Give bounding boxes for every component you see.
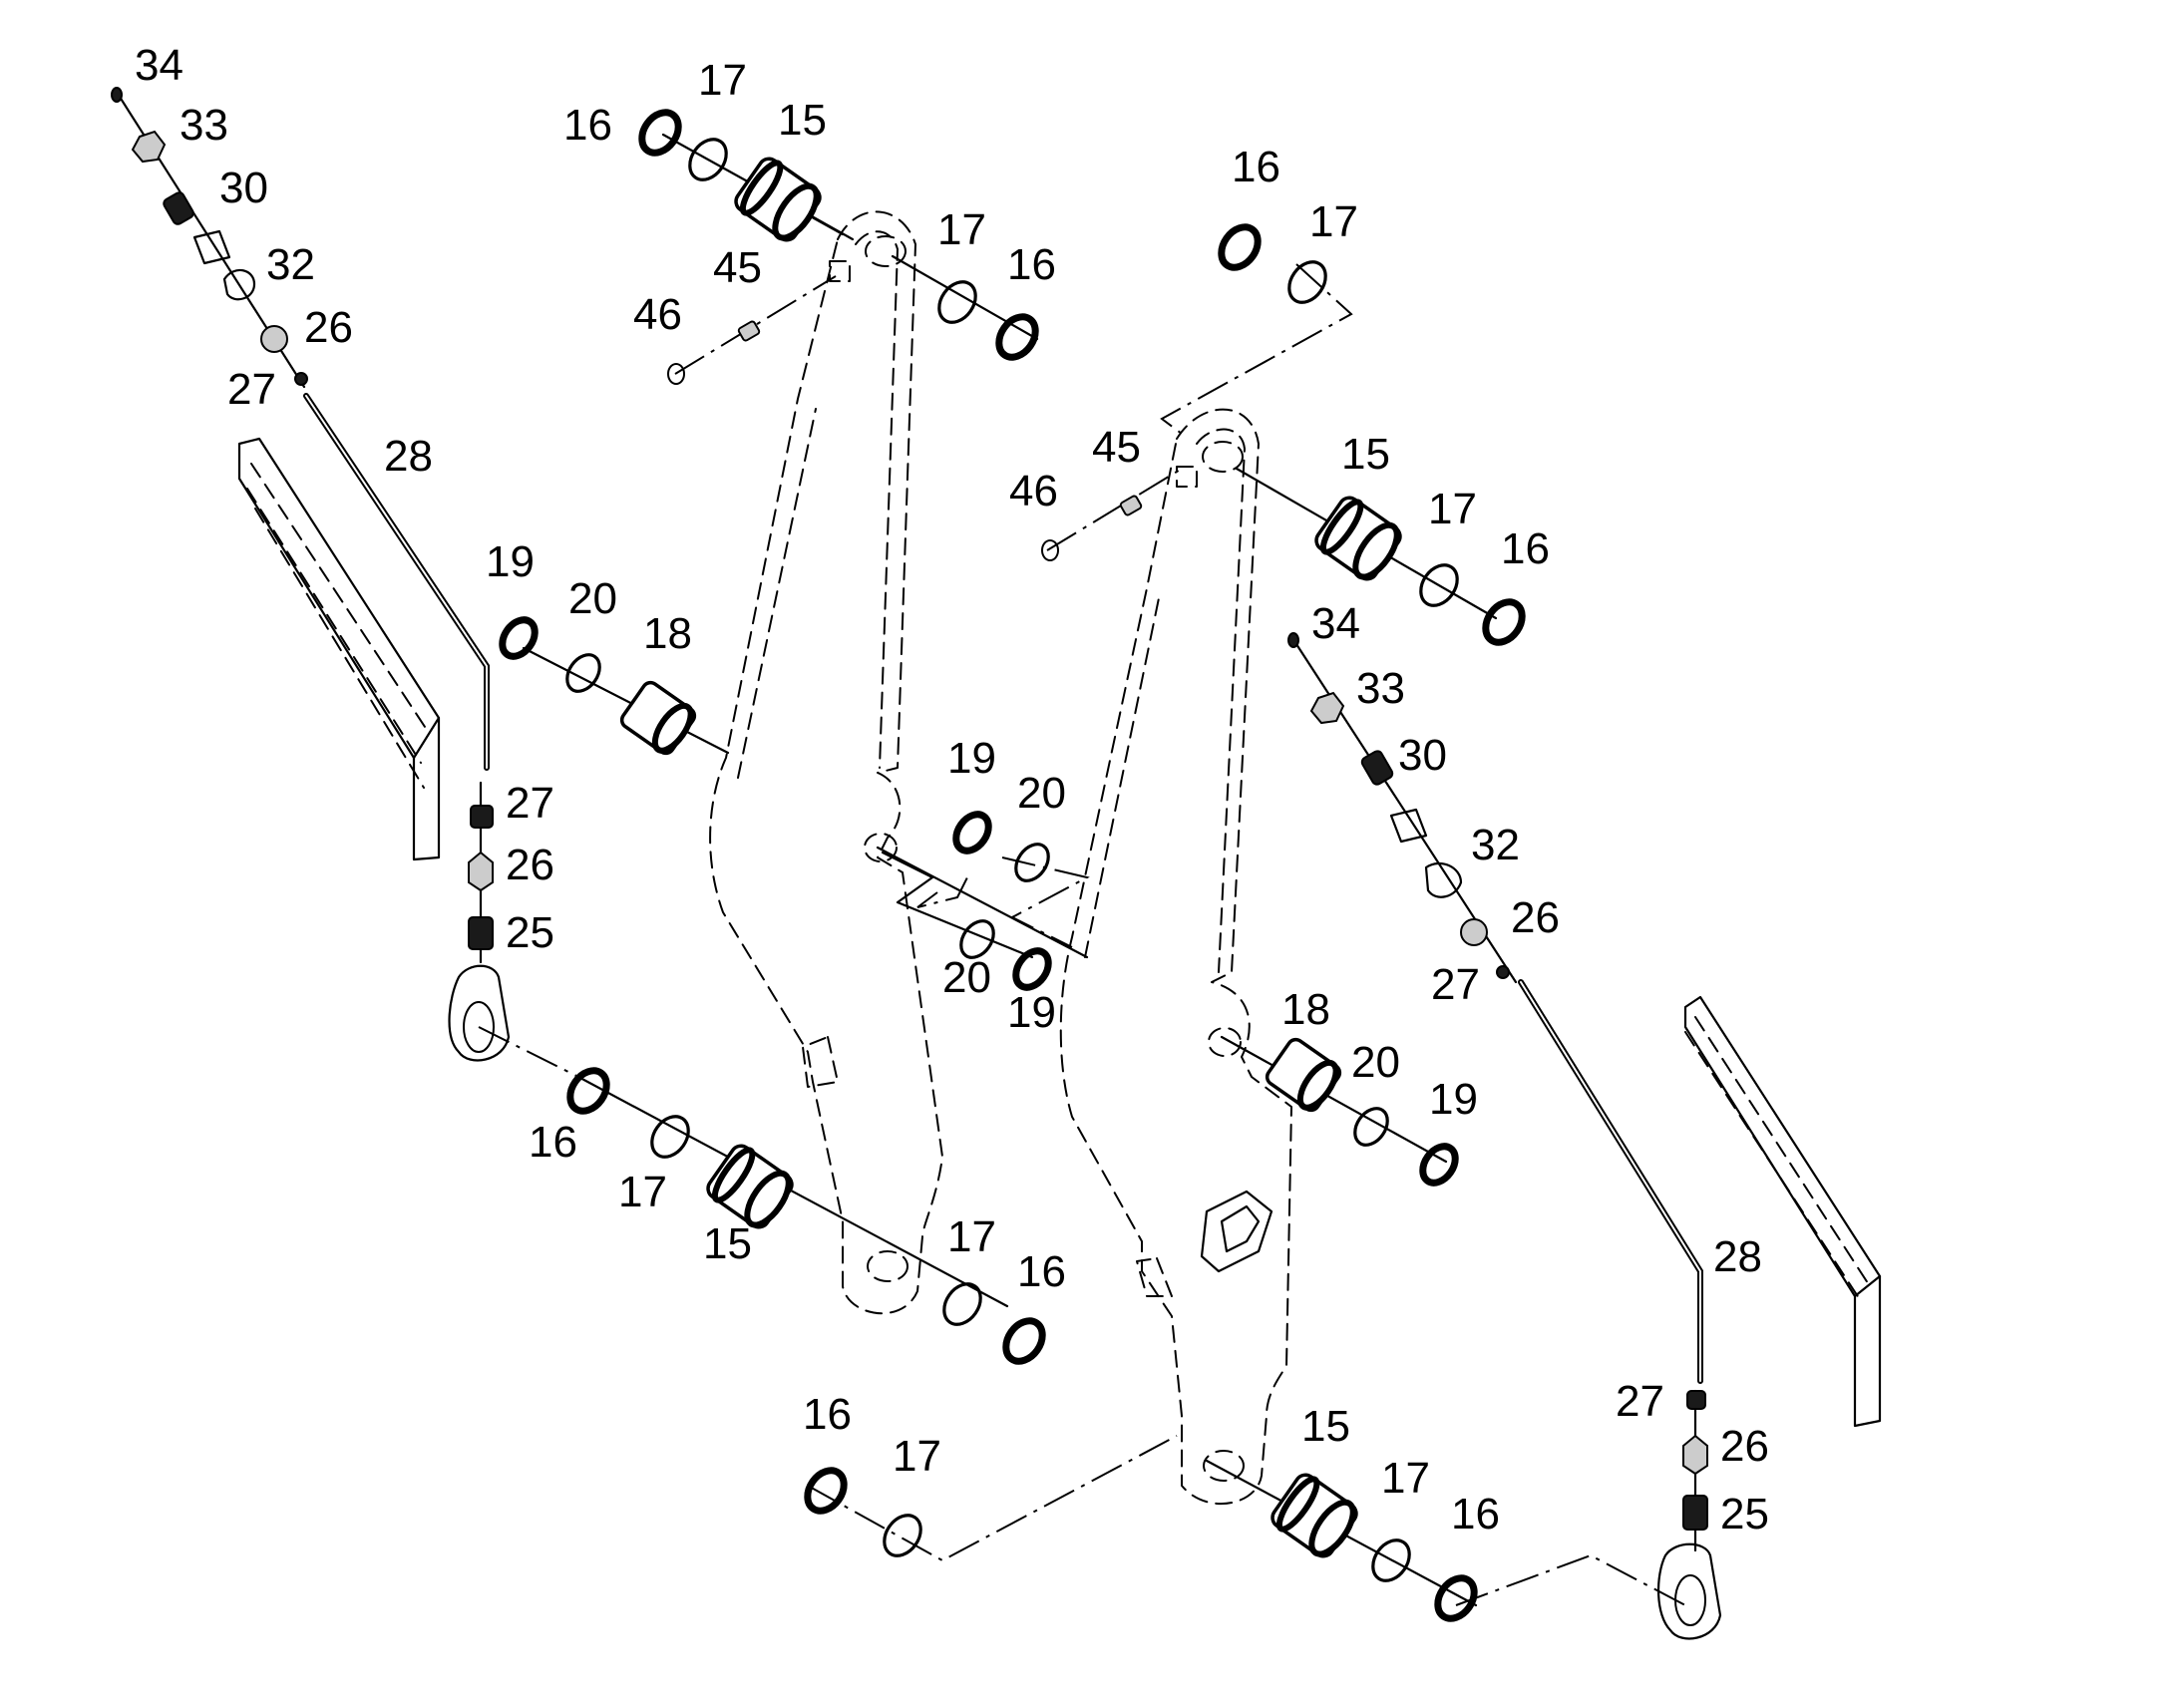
callout-17: 17 [1309,197,1358,246]
grease-lines [303,393,1703,1384]
right-lift-arm [1059,408,1292,1505]
callout-25: 25 [506,908,554,957]
callout-46: 46 [633,290,682,339]
callout-27: 27 [1431,960,1480,1009]
callout-20: 20 [1017,769,1066,818]
callout-15: 15 [1341,430,1390,479]
callout-33: 33 [1356,664,1405,713]
callout-17: 17 [1428,485,1477,533]
callout-16: 16 [1017,1247,1066,1296]
callout-28: 28 [384,432,433,481]
callout-15: 15 [1301,1402,1350,1451]
left-bracket [237,437,441,861]
callout-16: 16 [529,1118,577,1167]
callout-19: 19 [1429,1075,1478,1124]
left-lift-arm [709,210,943,1315]
callout-16: 16 [803,1390,852,1439]
callout-18: 18 [643,609,692,658]
callout-17: 17 [618,1168,667,1216]
callout-labels: 34 33 30 32 26 27 28 16 17 15 17 16 45 4… [135,41,1769,1538]
callout-17: 17 [1381,1454,1430,1503]
callout-20: 20 [568,574,617,623]
callout-45: 45 [1092,423,1141,472]
bushings [619,157,1402,1558]
callout-27: 27 [227,365,276,414]
callout-19: 19 [486,537,535,586]
callout-26: 26 [506,841,554,889]
fittings [111,87,1722,1640]
assembly-lines [116,92,1697,1607]
callout-16: 16 [563,101,612,150]
callout-19: 19 [1007,988,1056,1037]
callout-32: 32 [1471,821,1520,869]
callout-16: 16 [1501,524,1550,573]
callout-34: 34 [135,41,183,90]
callout-19: 19 [947,734,996,783]
callout-27: 27 [1616,1377,1664,1426]
callout-17: 17 [698,56,747,105]
callout-33: 33 [180,101,228,150]
callout-26: 26 [1720,1422,1769,1471]
o-rings [499,109,1526,1622]
callout-17: 17 [937,205,986,254]
callout-20: 20 [942,953,991,1002]
callout-25: 25 [1720,1490,1769,1538]
callout-18: 18 [1281,985,1330,1034]
callout-45: 45 [713,243,762,292]
callout-15: 15 [778,96,827,145]
callout-28: 28 [1713,1232,1762,1281]
callout-46: 46 [1009,467,1058,515]
callout-32: 32 [266,240,315,289]
callout-17: 17 [893,1432,941,1481]
right-bracket [1683,995,1882,1428]
callout-15: 15 [703,1219,752,1268]
callout-16: 16 [1007,240,1056,289]
callout-17: 17 [947,1212,996,1261]
callout-16: 16 [1232,143,1280,191]
callout-34: 34 [1311,599,1360,648]
callout-26: 26 [1511,893,1560,942]
callout-16: 16 [1451,1490,1500,1538]
callout-30: 30 [1398,731,1447,780]
callout-26: 26 [304,303,353,352]
callout-20: 20 [1351,1038,1400,1087]
callout-27: 27 [506,779,554,828]
callout-30: 30 [219,164,268,212]
